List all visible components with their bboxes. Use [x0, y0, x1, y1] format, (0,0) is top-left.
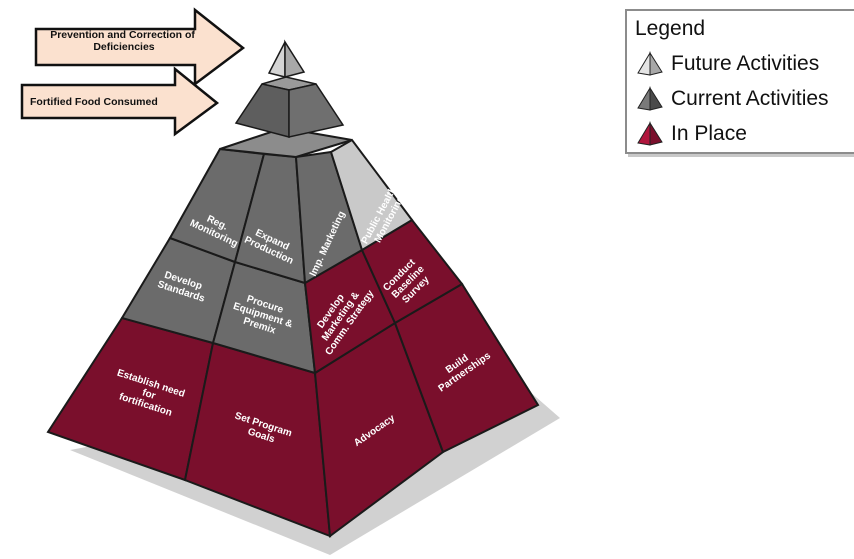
mid-frustum-left [234, 83, 290, 138]
legend-label-current: Current Activities [671, 87, 829, 110]
apex-right [284, 39, 306, 78]
legend-item-future: Future Activities [635, 48, 819, 80]
label-line: Deficiencies [93, 41, 154, 53]
pyramid-red-icon [637, 121, 663, 146]
arrow-fortified-food-label: Fortified Food Consumed [30, 96, 158, 108]
arrow-prevention-label: Prevention and Correction of Deficiencie… [50, 29, 198, 53]
label-line: for [141, 387, 157, 402]
legend-box: Legend Future Activities Current Activit… [625, 9, 854, 154]
mid-frustum-right [288, 83, 345, 138]
arrow-prevention [34, 7, 246, 87]
legend-title: Legend [635, 17, 706, 40]
apex-left [267, 41, 286, 78]
block-public-health-monitoring [329, 138, 414, 252]
legend-item-current: Current Activities [635, 83, 829, 115]
legend-label-in-place: In Place [671, 122, 747, 145]
label-procure-equipment: Procure Equipment &Premix [228, 290, 297, 340]
legend-item-in-place: In Place [635, 118, 747, 150]
legend-label-future: Future Activities [671, 52, 820, 75]
pyramid-gray-icon [637, 86, 663, 111]
pyramid-ledge [219, 126, 353, 159]
pyramid-light-icon [637, 51, 663, 76]
arrow-fortified-food [20, 66, 220, 137]
